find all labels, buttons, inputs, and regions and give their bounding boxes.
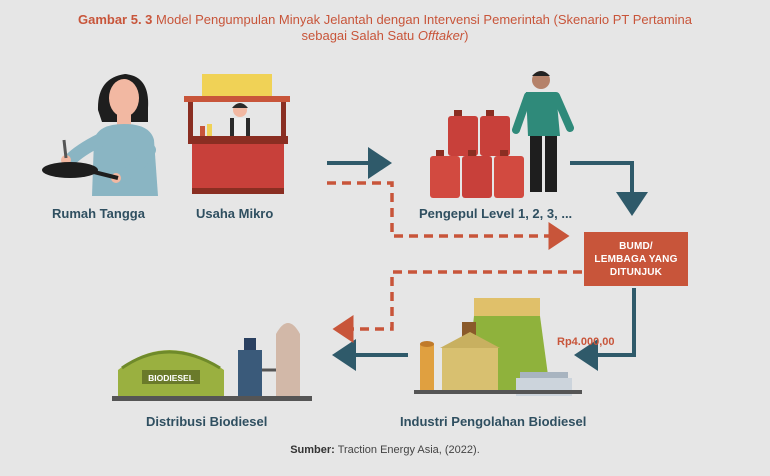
tank-label: BIODIESEL	[148, 373, 194, 383]
figure-title-line2-prefix: sebagai Salah Satu	[301, 28, 418, 43]
biodiesel-refinery-illustration	[414, 298, 582, 396]
arrow-collector-to-bumd	[570, 161, 648, 216]
label-rumah-tangga: Rumah Tangga	[52, 206, 145, 221]
source-text: Traction Energy Asia, (2022).	[334, 444, 480, 456]
dashed-arrow-stall-to-bumd	[327, 181, 570, 250]
label-industri: Industri Pengolahan Biodiesel	[400, 414, 587, 429]
arrow-bumd-to-industry	[574, 288, 636, 371]
price-label: Rp4.000,00	[557, 336, 615, 348]
bumd-line2: LEMBAGA YANG	[594, 253, 678, 265]
dashed-arrow-bumd-to-distribution	[332, 270, 582, 343]
jerrycans-collector-illustration	[430, 71, 574, 198]
figure-number: Gambar 5. 3	[77, 12, 153, 27]
figure-title: Gambar 5. 3 Model Pengumpulan Minyak Jel…	[20, 12, 750, 44]
bumd-line1: BUMD/	[619, 240, 653, 252]
housewife-cooking-illustration	[42, 74, 158, 196]
figure-title-offtaker: Offtaker	[417, 28, 465, 43]
biodiesel-tank-illustration	[112, 323, 312, 401]
bumd-box: BUMD/ LEMBAGA YANG DITUNJUK	[584, 232, 688, 286]
label-usaha-mikro: Usaha Mikro	[196, 206, 274, 221]
source-caption: Sumber: Traction Energy Asia, (2022).	[0, 444, 770, 456]
figure-title-line2-suffix: )	[464, 28, 469, 43]
source-label: Sumber:	[290, 444, 335, 456]
street-stall-illustration	[184, 74, 290, 194]
label-pengepul: Pengepul Level 1, 2, 3, ...	[419, 206, 573, 221]
figure-title-line1: Model Pengumpulan Minyak Jelantah dengan…	[156, 12, 692, 27]
label-distribusi: Distribusi Biodiesel	[146, 414, 268, 429]
bumd-line3: DITUNJUK	[609, 266, 663, 278]
